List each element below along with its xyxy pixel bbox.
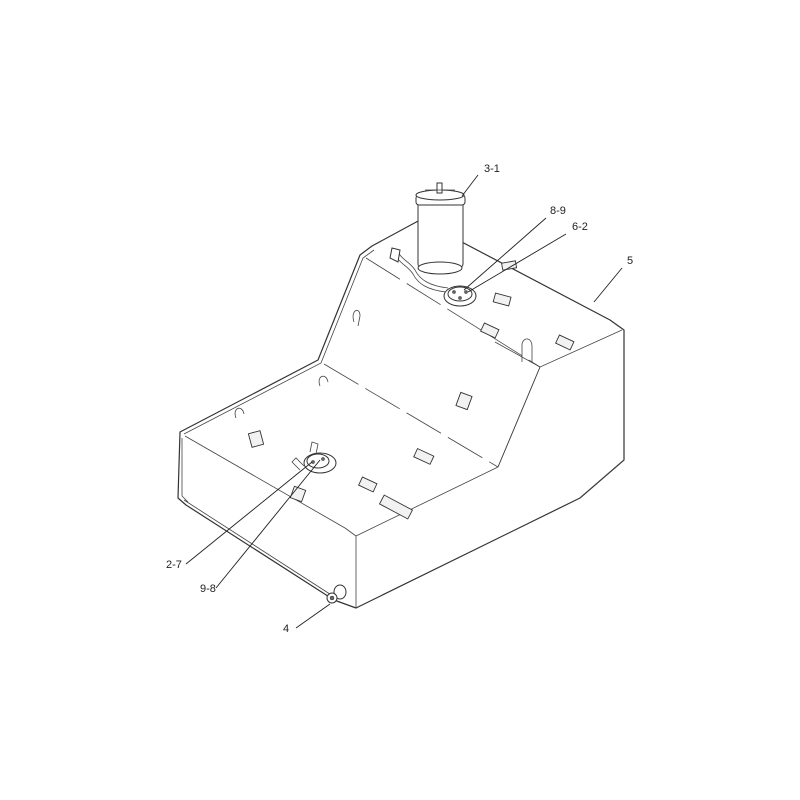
mounting-pads <box>247 260 575 520</box>
hose-bracket <box>389 247 401 263</box>
fuel-hose-outer <box>395 255 447 293</box>
tank-body <box>177 219 625 609</box>
leader-lines <box>185 174 623 629</box>
callout-3-1: 3-1 <box>484 163 500 175</box>
drain-valve <box>326 584 347 604</box>
callout-9-8: 9-8 <box>200 583 216 595</box>
callout-2-7: 2-7 <box>166 559 182 571</box>
lift-hooks <box>234 309 533 419</box>
callout-4: 4 <box>283 623 289 635</box>
upper-sender-flange <box>443 285 477 307</box>
callout-8-9: 8-9 <box>550 205 566 217</box>
lower-sender-flange <box>291 441 337 474</box>
filter-canister <box>415 182 466 275</box>
fuel-hose <box>397 251 449 289</box>
callout-5: 5 <box>627 255 633 267</box>
callout-6-2: 6-2 <box>572 221 588 233</box>
callout-labels: 3-1 8-9 6-2 5 2-7 9-8 4 <box>166 163 633 635</box>
